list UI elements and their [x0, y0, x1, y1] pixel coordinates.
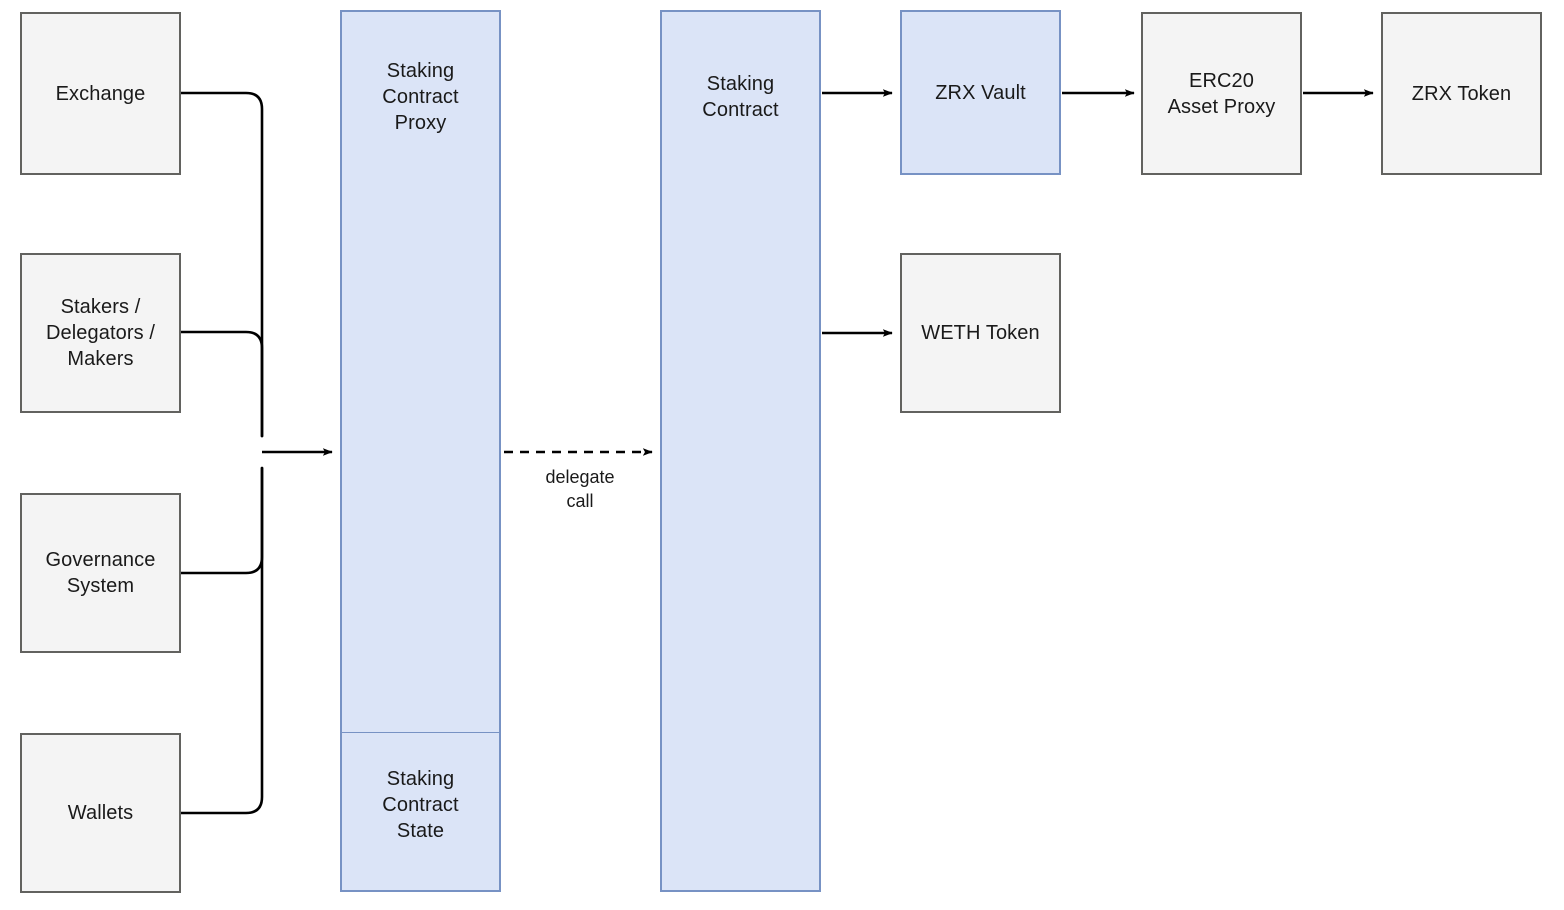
node-weth-token[interactable]: WETH Token	[900, 253, 1061, 413]
node-exchange[interactable]: Exchange	[20, 12, 181, 175]
node-staking-contract[interactable]: Staking Contract	[660, 10, 821, 892]
node-governance-system[interactable]: Governance System	[20, 493, 181, 653]
node-erc20-asset-proxy[interactable]: ERC20 Asset Proxy	[1141, 12, 1302, 175]
edge-governance-to-proxy	[179, 466, 264, 575]
node-stakers-delegators-makers[interactable]: Stakers / Delegators / Makers	[20, 253, 181, 413]
node-zrx-vault[interactable]: ZRX Vault	[900, 10, 1061, 175]
node-staking-contract-state[interactable]: Staking Contract State	[340, 733, 501, 892]
node-staking-contract-proxy[interactable]: Staking Contract Proxy	[340, 10, 501, 733]
edge-label-delegate-call: delegate call	[545, 467, 615, 511]
edge-exchange-to-proxy	[179, 91, 264, 438]
edge-stakers-to-proxy	[179, 330, 264, 438]
node-wallets[interactable]: Wallets	[20, 733, 181, 893]
node-zrx-token[interactable]: ZRX Token	[1381, 12, 1542, 175]
edge-wallets-to-proxy	[179, 466, 264, 815]
